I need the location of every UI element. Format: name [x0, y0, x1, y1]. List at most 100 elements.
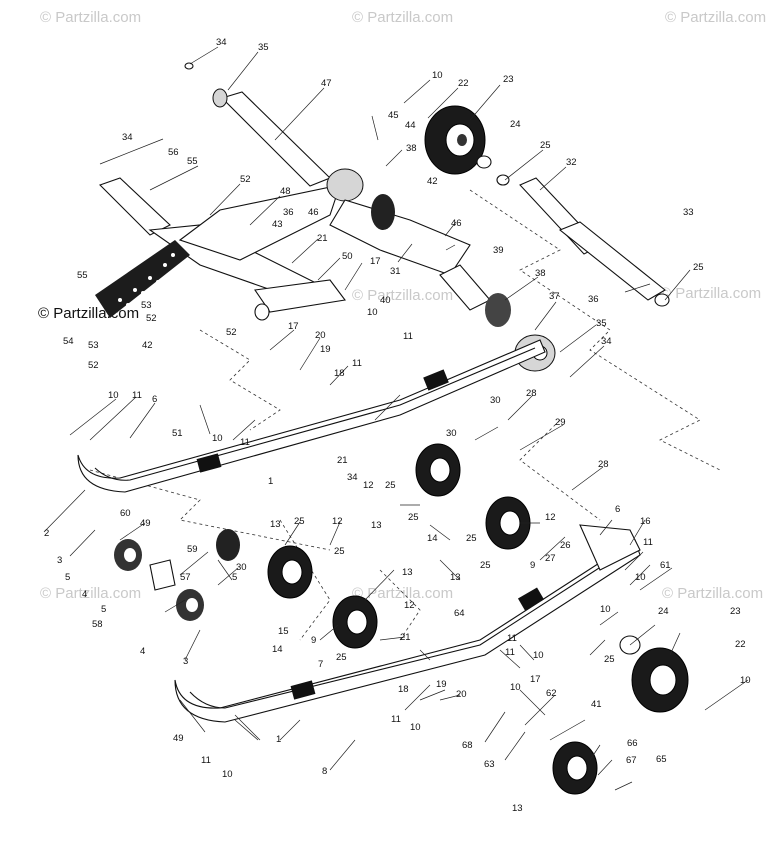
callout-4: 4 [140, 646, 145, 657]
callout-60: 60 [120, 508, 131, 519]
callout-26: 26 [560, 540, 571, 551]
callout-6: 6 [152, 394, 157, 405]
callout-8: 8 [322, 766, 327, 777]
callout-10: 10 [533, 650, 544, 661]
callout-12: 13 [270, 519, 281, 530]
callout-21: 21 [317, 233, 328, 244]
lower-right-wheels [552, 635, 689, 795]
callout-18: 18 [334, 368, 345, 379]
watermark-text: © Partzilla.com [665, 9, 766, 26]
callout-15: 15 [278, 626, 289, 637]
callout-22: 22 [458, 78, 469, 89]
callout-62: 62 [546, 688, 557, 699]
callout-31: 31 [390, 266, 401, 277]
callout-25: 25 [334, 546, 345, 557]
callout-30: 30 [446, 428, 457, 439]
callout-55: 55 [187, 156, 198, 167]
callout-23: 23 [503, 74, 514, 85]
callout-11: 11 [201, 755, 211, 766]
callout-12: 12 [363, 480, 374, 491]
callout-68: 68 [462, 740, 473, 751]
cross-shafts [519, 177, 670, 307]
rear-axle-shaft [184, 62, 331, 187]
callout-5: 5 [65, 572, 70, 583]
callout-25: 25 [408, 512, 419, 523]
callout-52: 52 [146, 313, 157, 324]
watermark-text: © Partzilla.com [660, 285, 761, 302]
callout-43: 43 [272, 219, 283, 230]
callout-25: 25 [693, 262, 704, 273]
callout-37: 37 [549, 291, 560, 302]
callout-9: 9 [530, 560, 535, 571]
callout-63: 63 [484, 759, 495, 770]
callout-25: 25 [466, 533, 477, 544]
callout-29: 29 [555, 417, 566, 428]
callout-28: 28 [526, 388, 537, 399]
callout-10: 10 [108, 390, 119, 401]
upper-idler-wheel [424, 105, 510, 186]
callout-16: 16 [640, 516, 651, 527]
callout-59: 59 [187, 544, 198, 555]
callout-25: 25 [336, 652, 347, 663]
callout-17: 17 [288, 321, 299, 332]
callout-5: 5 [101, 604, 106, 615]
callout-11: 11 [505, 647, 515, 658]
callout-11: 11 [240, 437, 250, 448]
callout-32: 32 [566, 157, 577, 168]
callout-13: 13 [402, 567, 413, 578]
watermark-text: © Partzilla.com [40, 585, 141, 602]
callout-11: 11 [352, 358, 362, 369]
callout-52: 52 [88, 360, 99, 371]
watermark-text: © Partzilla.com [662, 585, 763, 602]
callout-10: 10 [222, 769, 233, 780]
callout-1: 1 [276, 734, 281, 745]
callout-11: 11 [643, 537, 653, 548]
callout-67: 67 [626, 755, 637, 766]
callout-48: 48 [280, 186, 291, 197]
callout-52: 52 [240, 174, 251, 185]
callout-10: 10 [367, 307, 378, 318]
callout-14: 14 [427, 533, 438, 544]
callout-9: 9 [311, 635, 316, 646]
callout-17: 17 [530, 674, 541, 685]
callout-1: 1 [268, 476, 273, 487]
callout-23: 23 [730, 606, 741, 617]
callout-35: 35 [596, 318, 607, 329]
callout-28: 28 [598, 459, 609, 470]
callout-21: 21 [400, 632, 411, 643]
callout-25: 25 [385, 480, 396, 491]
callout-11: 11 [403, 331, 413, 342]
leader-lines [43, 46, 749, 791]
watermark-text: © Partzilla.com [352, 585, 453, 602]
watermark-text: © Partzilla.com [40, 9, 141, 26]
callout-25: 25 [540, 140, 551, 151]
callout-46: 46 [451, 218, 462, 229]
watermark-text: © Partzilla.com [352, 9, 453, 26]
callout-55: 55 [77, 270, 88, 281]
callout-49: 49 [173, 733, 184, 744]
callout-33: 33 [683, 207, 694, 218]
callout-46: 46 [308, 207, 319, 218]
callout-11: 11 [391, 714, 401, 725]
callout-34: 34 [216, 37, 227, 48]
callout-25: 25 [604, 654, 615, 665]
callout-34: 34 [601, 336, 612, 347]
callout-56: 56 [168, 147, 179, 158]
callout-10: 10 [600, 604, 611, 615]
callout-18: 18 [398, 684, 409, 695]
callout-27: 27 [545, 553, 556, 564]
callout-36: 36 [283, 207, 294, 218]
front-arm-assembly [95, 177, 346, 321]
callout-39: 39 [493, 245, 504, 256]
callout-10: 10 [432, 70, 443, 81]
callout-4: 4 [82, 589, 87, 600]
callout-6: 6 [615, 504, 620, 515]
callout-45: 45 [388, 110, 399, 121]
callout-47: 47 [321, 78, 332, 89]
callout-19: 19 [436, 679, 447, 690]
callout-41: 41 [591, 699, 602, 710]
callout-13: 12 [332, 516, 343, 527]
callout-2: 2 [44, 528, 49, 539]
callout-10: 10 [740, 675, 751, 686]
callout-25: 25 [480, 560, 491, 571]
